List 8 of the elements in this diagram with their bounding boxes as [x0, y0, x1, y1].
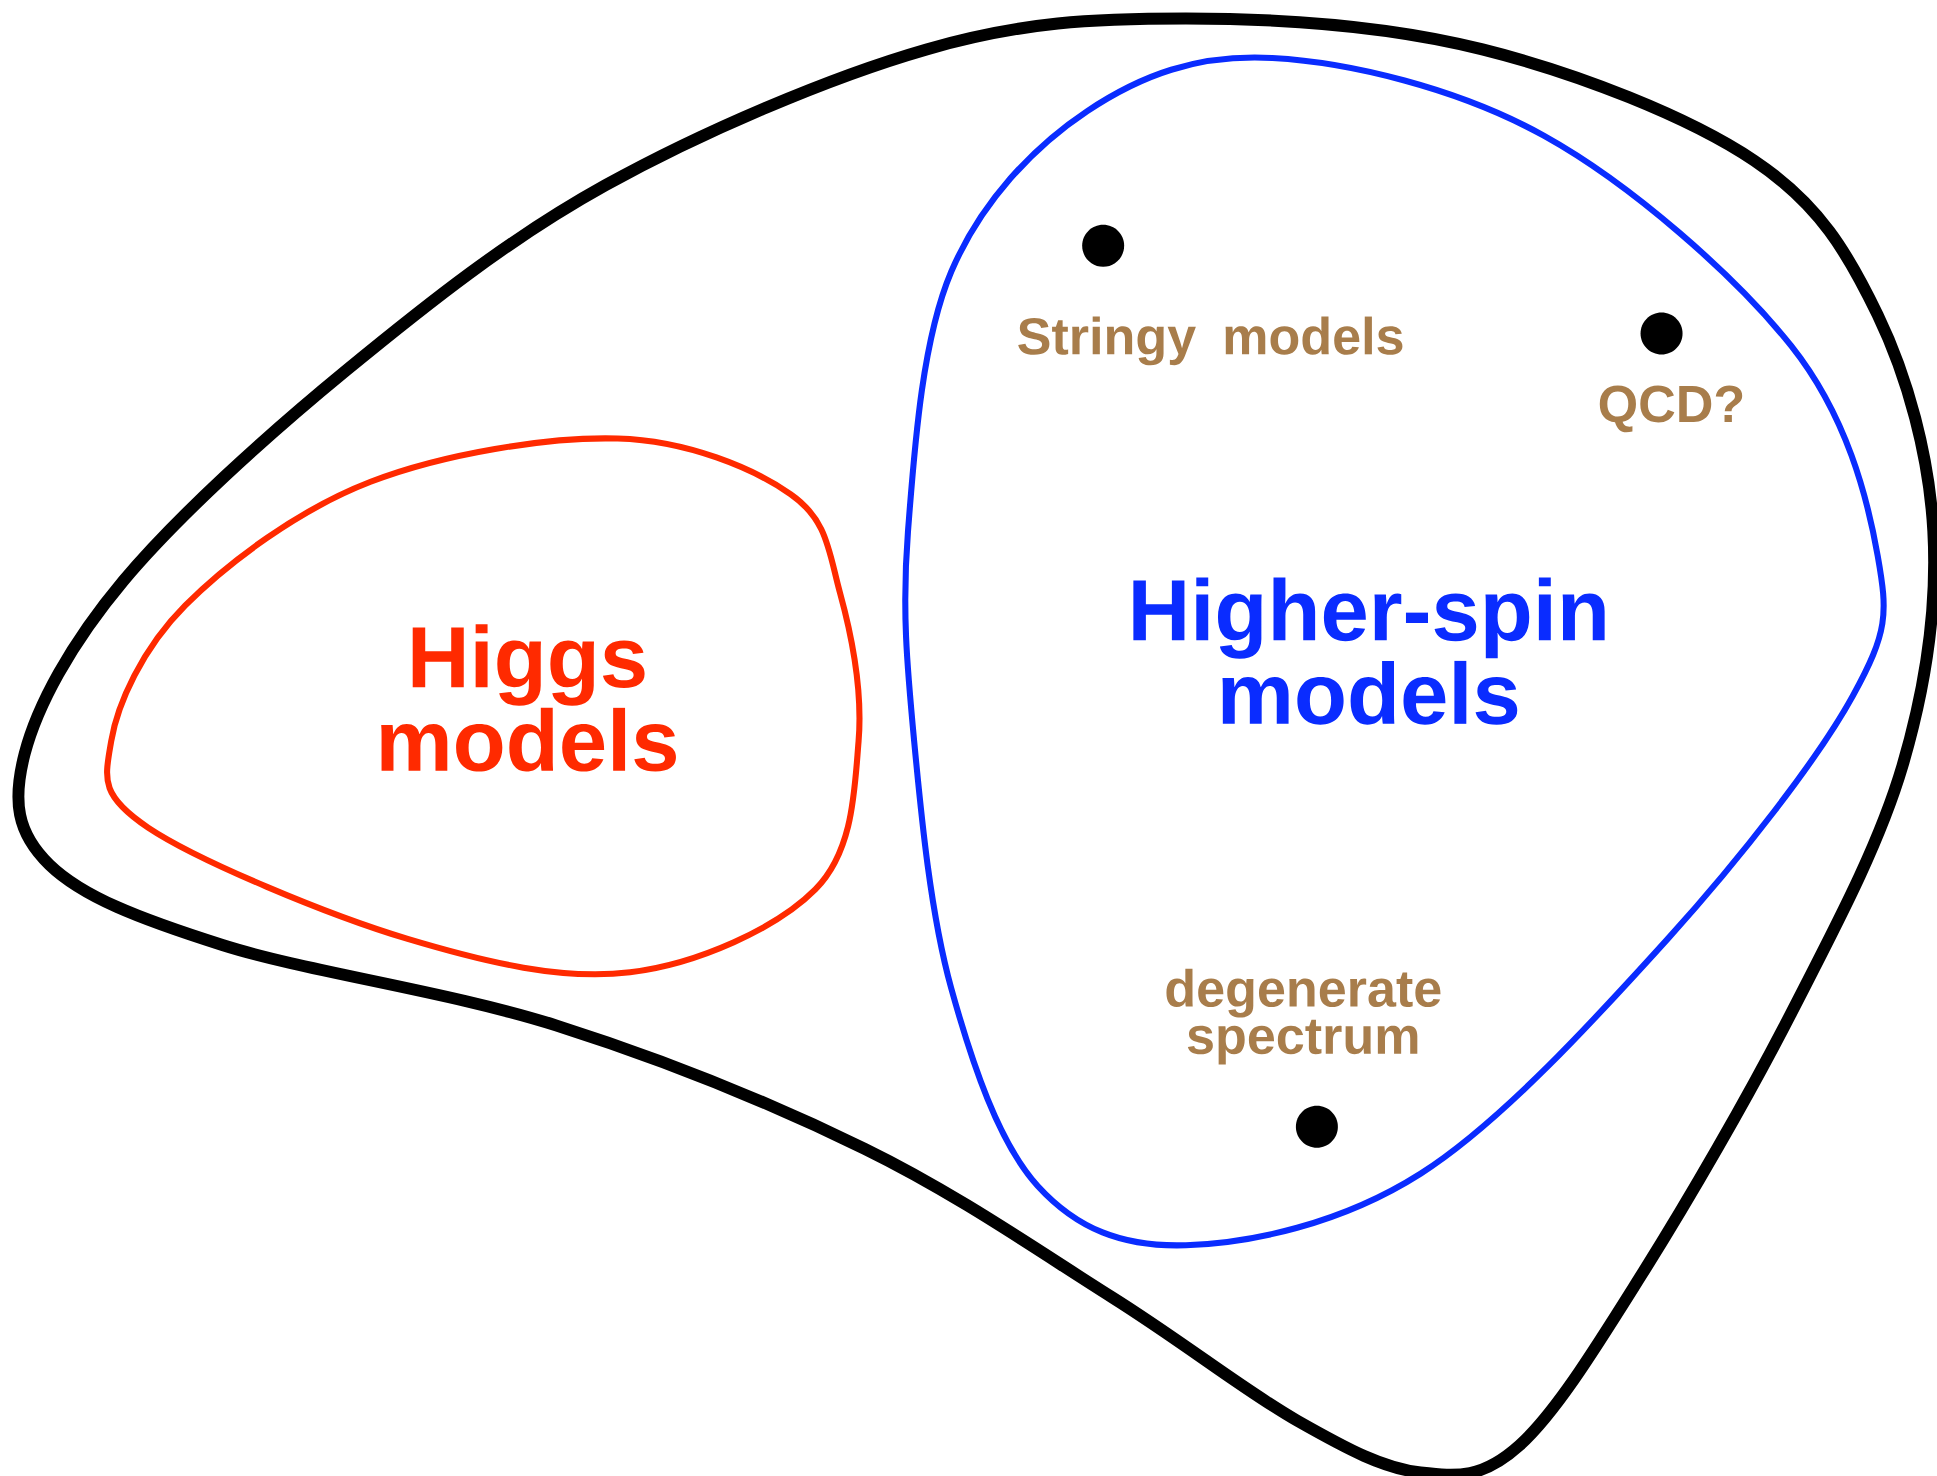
point-label: Stringy models: [1018, 316, 1403, 366]
dot: [1082, 224, 1125, 267]
dot: [1640, 312, 1683, 355]
point-label: QCD?: [1599, 385, 1743, 433]
point-label: degenerate spectrum: [1166, 968, 1441, 1065]
set-region: [12, 12, 1937, 1476]
dot: [1295, 1105, 1338, 1148]
set-region: Higgs models: [104, 435, 863, 978]
